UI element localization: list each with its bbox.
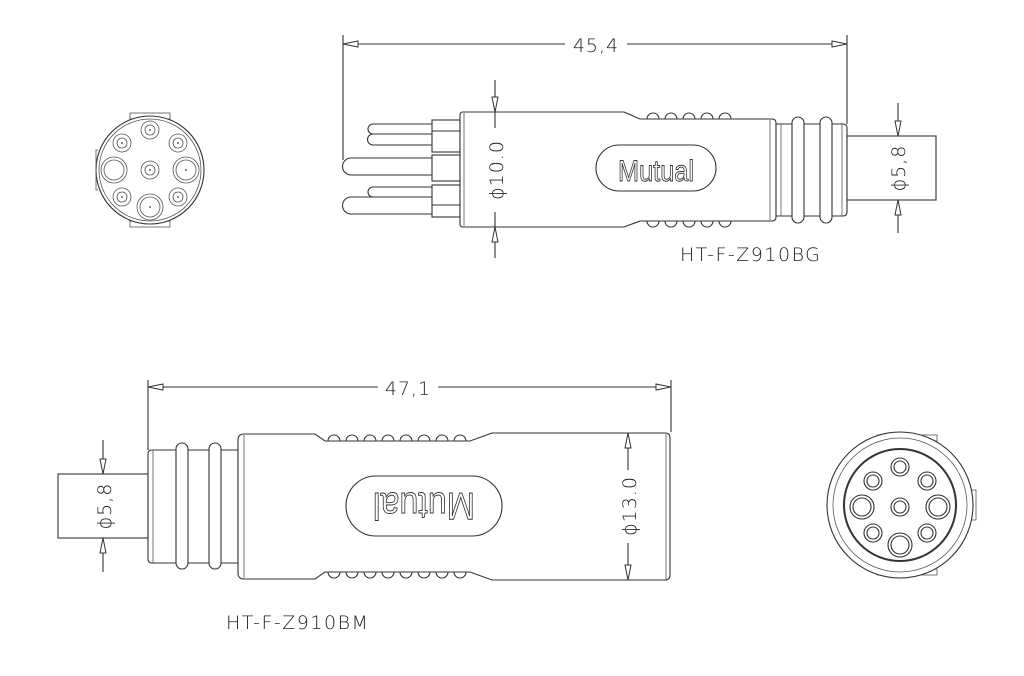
bottom-body-diameter-dimension: ϕ13.0 — [619, 432, 641, 581]
bottom-length-dimension: 47,1 — [147, 378, 672, 450]
top-body-diameter-dimension: ϕ10.0 — [486, 80, 508, 258]
length-dim-label: 45,4 — [573, 35, 619, 57]
top-cable-diameter-dimension: ϕ5,8 — [888, 103, 910, 233]
top-length-dimension: 45,4 — [342, 35, 848, 160]
female-end-view — [826, 431, 977, 579]
brand-logo: Mutual — [618, 155, 694, 188]
bottom-connector-side-view: Mutual — [57, 432, 671, 581]
cable-diameter-label: ϕ5,8 — [94, 483, 116, 530]
body-diameter-label: ϕ13.0 — [619, 476, 641, 536]
male-end-view — [95, 112, 205, 228]
model-label-top: HT-F-Z910BG — [680, 244, 821, 266]
brand-logo-inverted: Mutual — [373, 484, 475, 526]
top-connector-side-view: Mutual — [342, 111, 937, 228]
bottom-cable-diameter-dimension: ϕ5,8 — [94, 440, 116, 572]
model-label-bottom: HT-F-Z910BM — [226, 612, 369, 634]
body-diameter-label: ϕ10.0 — [486, 140, 508, 200]
length-dim-label: 47,1 — [385, 378, 431, 400]
cable-diameter-label: ϕ5,8 — [888, 145, 910, 192]
